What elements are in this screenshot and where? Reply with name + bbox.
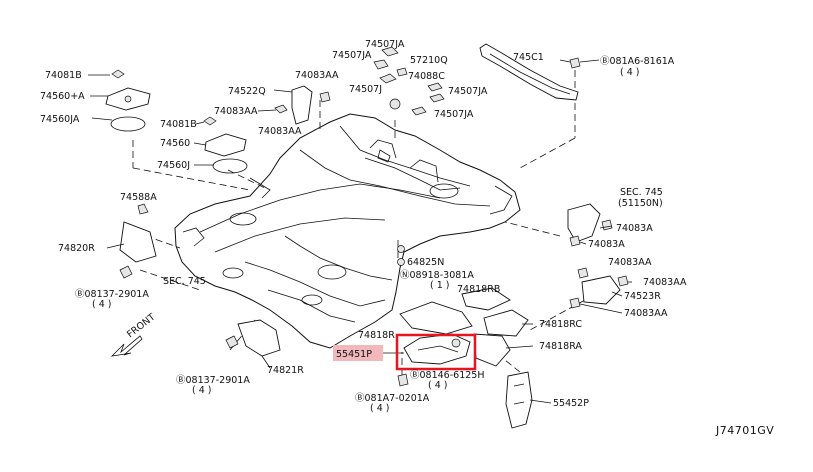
label-74820r: 74820R <box>58 243 95 254</box>
label-08137-b-qty: ( 4 ) <box>192 385 212 396</box>
label-08918-qty: ( 1 ) <box>430 280 450 291</box>
label-74507ja-b: 74507JA <box>332 50 372 61</box>
label-74560ja: 74560JA <box>40 114 80 125</box>
label-74083aa-e: 74083AA <box>643 277 687 288</box>
label-74818rc: 74818RC <box>539 319 582 330</box>
plate-74818rb <box>461 287 511 311</box>
label-745c1: 745C1 <box>513 52 544 63</box>
label-74821r: 74821R <box>267 365 304 376</box>
bracket-74820r <box>119 221 157 263</box>
label-081a6-qty: ( 4 ) <box>620 67 640 78</box>
label-74560a: 74560+A <box>40 91 85 102</box>
plate-74818rc <box>483 309 529 337</box>
part-labels: 74507JA 74507JA 57210Q 74083AA 74088C 74… <box>40 39 774 437</box>
front-label: FRONT <box>125 312 158 341</box>
seal-74560ja <box>110 116 146 132</box>
seal-74560j <box>212 158 248 174</box>
highlight-group <box>333 333 477 371</box>
highlight-label-bg <box>333 345 383 361</box>
label-74081b-a: 74081B <box>45 70 82 81</box>
label-081a7: Ⓑ081A7-0201A <box>355 393 430 404</box>
bracket-55451p <box>403 333 471 365</box>
highlight-box <box>395 333 477 371</box>
label-74507ja-d: 74507JA <box>434 109 474 120</box>
label-08146: Ⓑ08146-6125H <box>410 370 484 381</box>
label-08146-qty: ( 4 ) <box>428 380 448 391</box>
label-74083a-a: 74083A <box>616 223 653 234</box>
bracket-74523r <box>581 275 621 305</box>
bracket-74522q <box>291 85 313 125</box>
label-sec745-left: SEC. 745 <box>163 276 206 287</box>
label-74507j: 74507J <box>349 84 382 95</box>
label-08137-a-qty: ( 4 ) <box>92 299 112 310</box>
label-leaders <box>88 59 632 404</box>
label-08137-b: Ⓑ08137-2901A <box>176 375 250 386</box>
component-parts <box>105 43 629 429</box>
front-arrow: FRONT <box>110 312 158 357</box>
label-sec745-right: SEC. 745 <box>620 187 663 198</box>
cover-74560 <box>204 133 247 157</box>
label-74560j: 74560J <box>157 160 190 171</box>
label-55452p: 55452P <box>553 398 589 409</box>
label-74083aa-a: 74083AA <box>295 70 339 81</box>
label-74588a: 74588A <box>120 192 157 203</box>
label-74818rb: 74818RB <box>457 284 500 295</box>
label-74081b-b: 74081B <box>160 119 197 130</box>
label-08137-a: Ⓑ08137-2901A <box>75 289 149 300</box>
label-74083aa-f: 74083AA <box>624 308 668 319</box>
label-74560: 74560 <box>160 138 190 149</box>
label-57210q: 57210Q <box>410 55 448 66</box>
label-74818r: 74818R <box>358 330 395 341</box>
label-74083aa-b: 74083AA <box>214 106 258 117</box>
label-74083a-b: 74083A <box>588 239 625 250</box>
reference-code: J74701GV <box>715 424 774 437</box>
label-08918: Ⓝ08918-3081A <box>400 270 474 281</box>
plate-74818ra <box>473 333 511 367</box>
label-081a7-qty: ( 4 ) <box>370 403 390 414</box>
label-74522q: 74522Q <box>228 86 266 97</box>
plate-74818r <box>399 301 473 335</box>
label-74507ja-a: 74507JA <box>365 39 405 50</box>
label-55451p: 55451P <box>336 349 372 360</box>
label-64825n: 64825N <box>407 257 444 268</box>
label-74507ja-c: 74507JA <box>448 86 488 97</box>
label-74083aa-c: 74083AA <box>258 126 302 137</box>
label-081a6: Ⓑ081A6-8161A <box>600 56 675 67</box>
member-745c1 <box>479 43 579 101</box>
label-sec745-right-sub: (51150N) <box>618 198 663 209</box>
floor-panel-assembly <box>174 113 521 349</box>
label-74818ra: 74818RA <box>539 341 582 352</box>
bracket-sec745 <box>567 203 601 243</box>
bracket-74821r <box>237 319 281 357</box>
label-74083aa-d: 74083AA <box>608 257 652 268</box>
bracket-55452p <box>505 371 533 429</box>
label-74088c: 74088C <box>408 71 445 82</box>
label-74523r: 74523R <box>624 291 661 302</box>
